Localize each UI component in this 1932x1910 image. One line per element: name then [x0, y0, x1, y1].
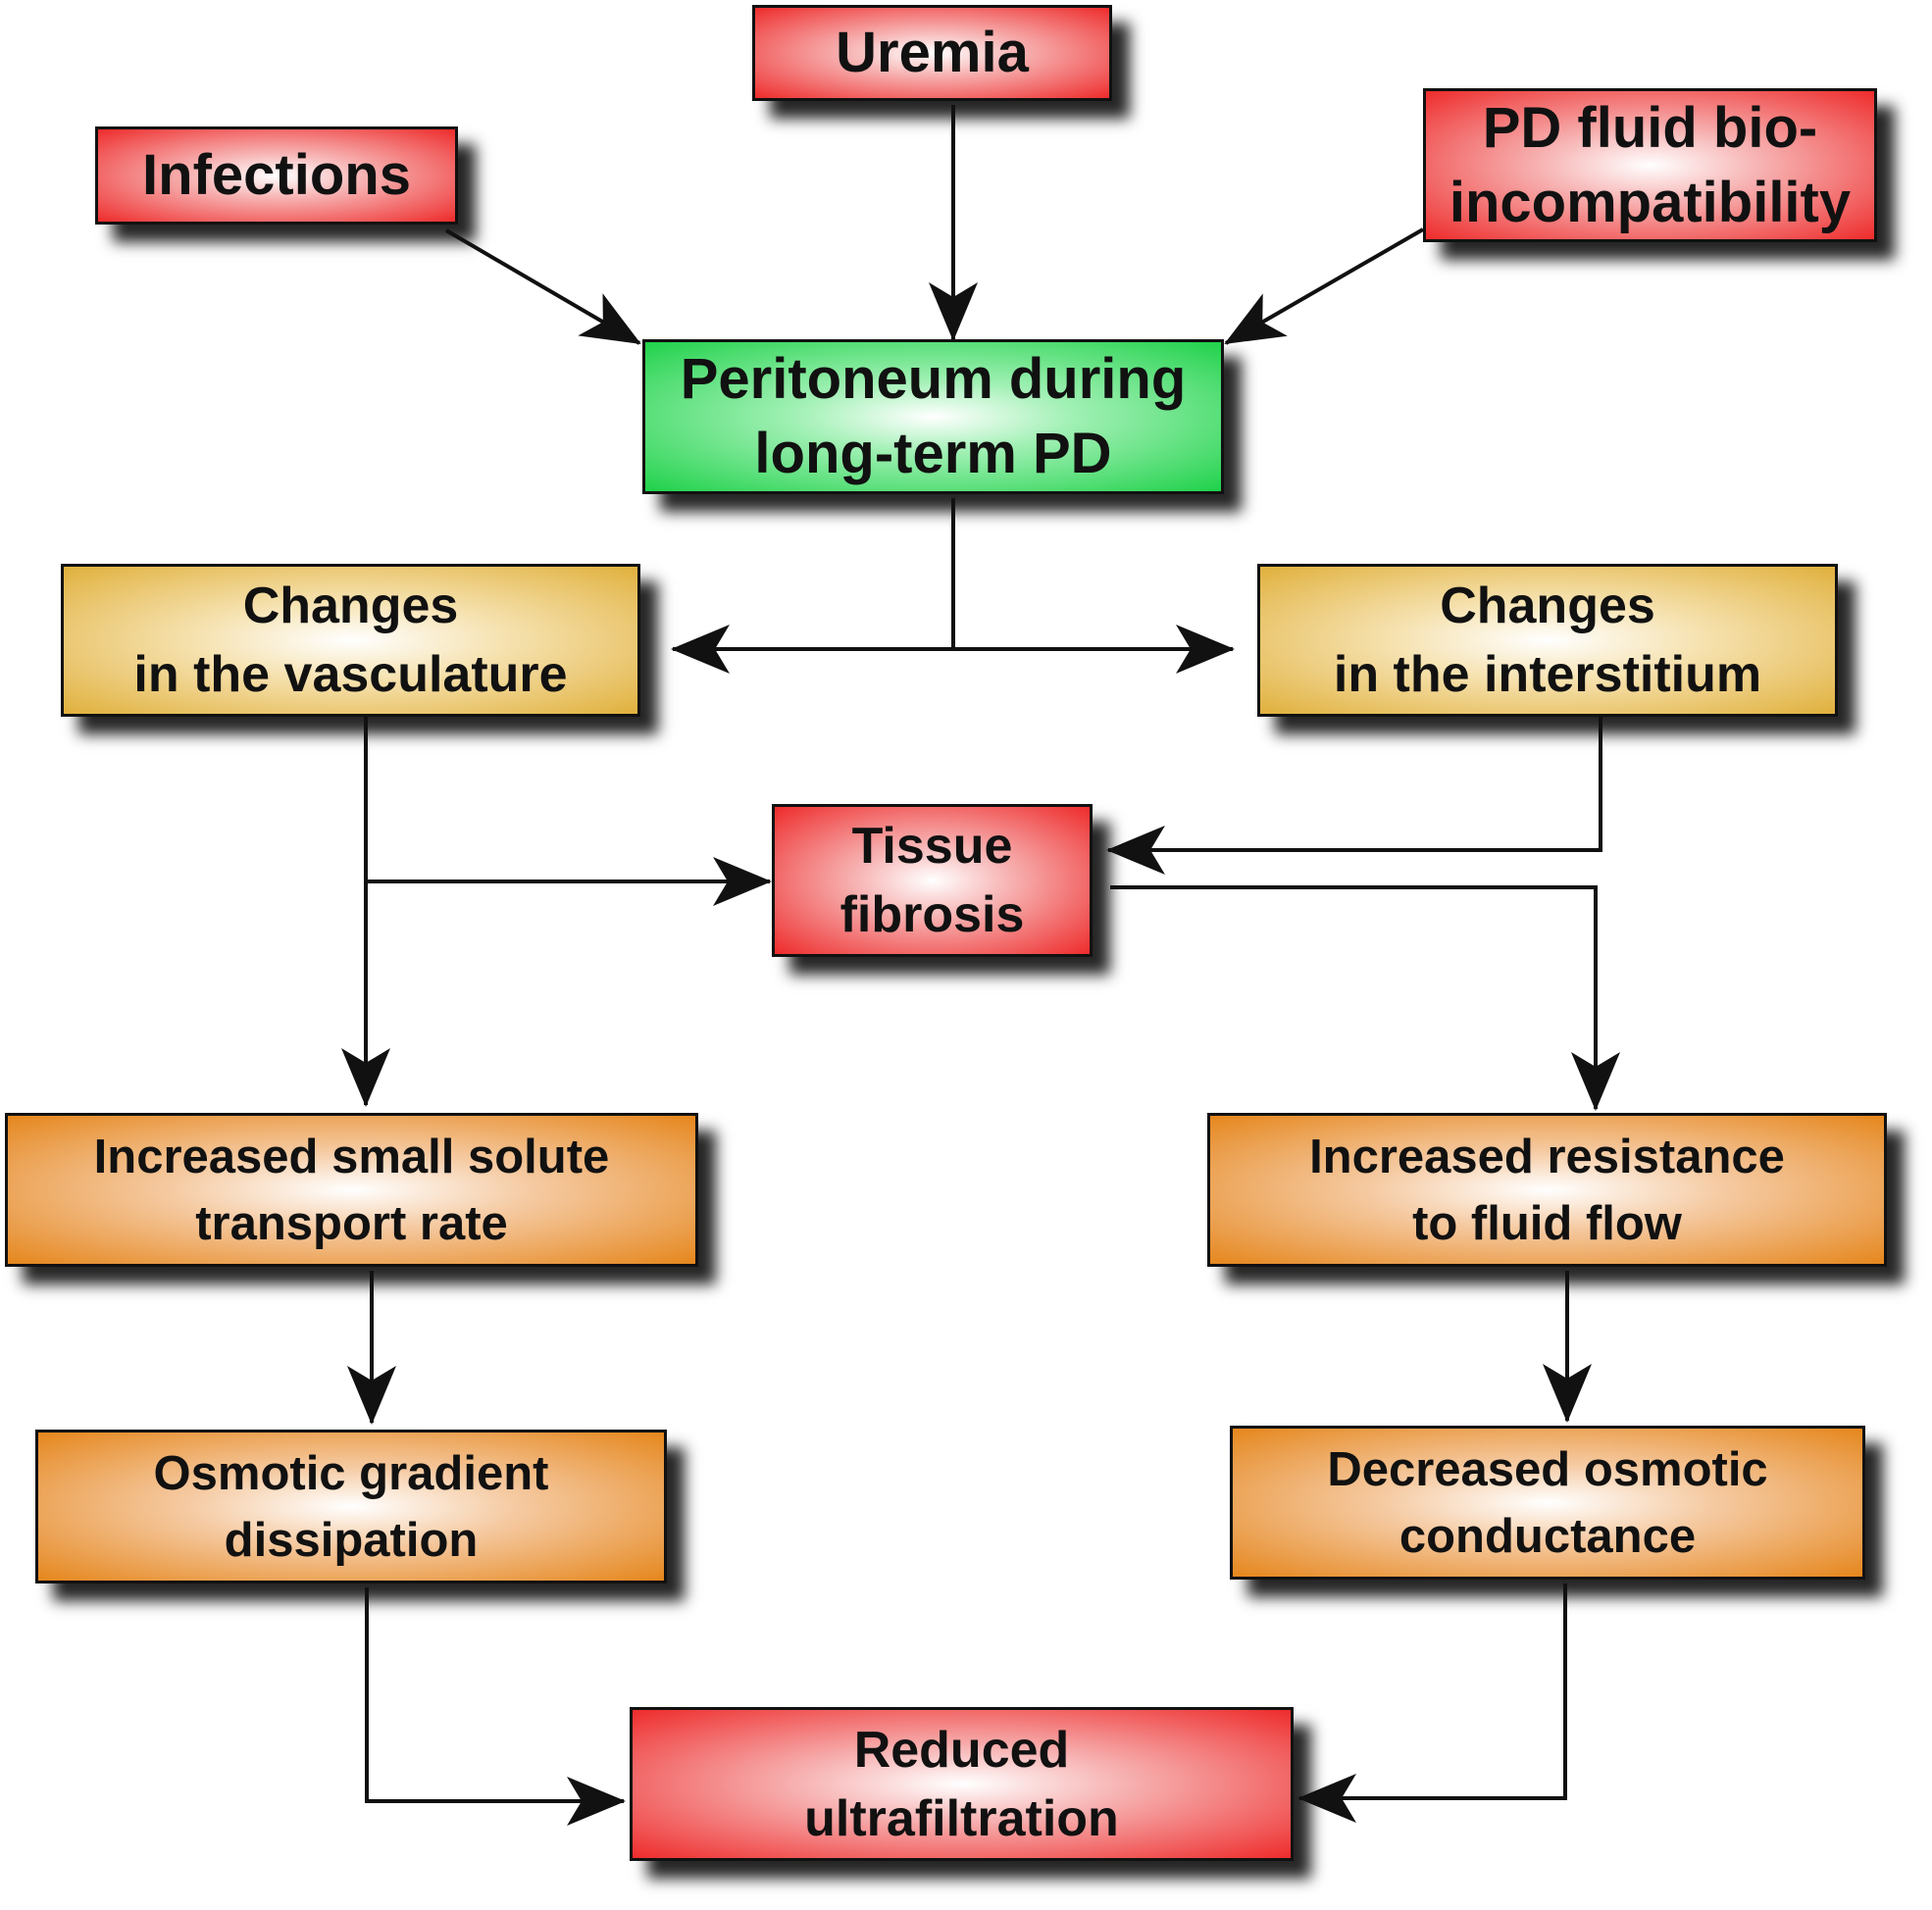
edge-gradient-ultrafiltration	[365, 1587, 626, 1826]
node-peritoneum-label: Peritoneum during long-term PD	[680, 347, 1187, 485]
node-vasculature-label: Changes in the vasculature	[133, 578, 568, 703]
edge-infections-peritoneum	[444, 228, 641, 345]
node-fibrosis-label: Tissue fibrosis	[839, 818, 1025, 943]
node-osmotic-conductance: Decreased osmotic conductance	[1230, 1426, 1865, 1580]
node-ultrafiltration-label: Reduced ultrafiltration	[804, 1721, 1119, 1847]
node-tissue-fibrosis: Tissue fibrosis	[772, 804, 1093, 957]
node-osmotic-gradient-label: Osmotic gradient dissipation	[153, 1446, 549, 1567]
edge-pdfluid-peritoneum	[1224, 227, 1424, 345]
node-infections: Infections	[95, 126, 458, 225]
node-pd-fluid-label: PD fluid bio- incompatibility	[1449, 95, 1852, 234]
node-solute-transport-label: Increased small solute transport rate	[93, 1130, 610, 1250]
node-uremia-label: Uremia	[836, 21, 1029, 84]
edge-interstitium-fibrosis	[1106, 717, 1602, 875]
node-osmotic-gradient: Osmotic gradient dissipation	[35, 1430, 667, 1583]
node-fluid-resistance-label: Increased resistance to fluid flow	[1309, 1130, 1785, 1250]
node-uremia: Uremia	[752, 5, 1112, 101]
edge-fibrosis-resistance	[1110, 885, 1620, 1111]
node-osmotic-conductance-label: Decreased osmotic conductance	[1327, 1442, 1768, 1563]
node-peritoneum: Peritoneum during long-term PD	[642, 339, 1224, 494]
node-interstitium: Changes in the interstitium	[1257, 564, 1838, 717]
node-pd-fluid-bioincompatibility: PD fluid bio- incompatibility	[1423, 88, 1877, 242]
edge-conductance-ultrafiltration	[1297, 1583, 1567, 1823]
node-solute-transport: Increased small solute transport rate	[5, 1113, 698, 1267]
node-reduced-ultrafiltration: Reduced ultrafiltration	[630, 1707, 1294, 1861]
node-infections-label: Infections	[142, 143, 411, 207]
node-fluid-resistance: Increased resistance to fluid flow	[1207, 1113, 1887, 1267]
node-interstitium-label: Changes in the interstitium	[1333, 578, 1762, 703]
node-vasculature: Changes in the vasculature	[61, 564, 640, 717]
